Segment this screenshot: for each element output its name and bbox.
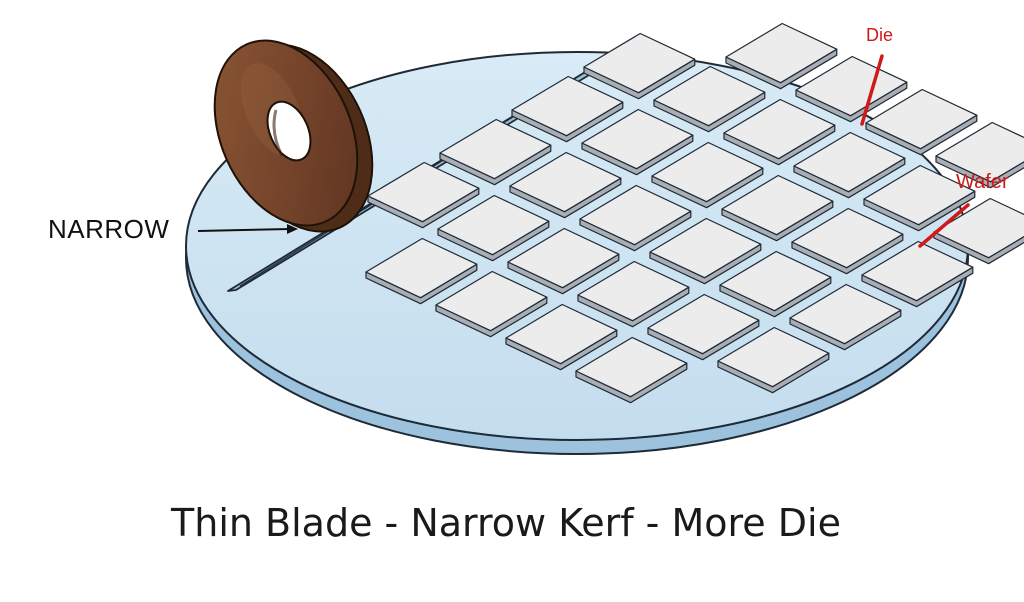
die-26 bbox=[577, 260, 690, 328]
die-top bbox=[509, 151, 622, 213]
die-top bbox=[865, 88, 978, 150]
die-25 bbox=[719, 250, 832, 318]
die-15 bbox=[863, 164, 976, 232]
die-10 bbox=[935, 121, 1024, 189]
die-1 bbox=[725, 22, 838, 90]
die-top bbox=[651, 141, 764, 203]
die-top bbox=[791, 207, 904, 269]
die-top bbox=[505, 303, 618, 365]
die-6 bbox=[865, 88, 978, 156]
die-top bbox=[365, 237, 478, 299]
die-18 bbox=[437, 194, 550, 262]
die-top bbox=[933, 197, 1024, 259]
die-16 bbox=[721, 174, 834, 242]
die-21 bbox=[649, 217, 762, 285]
die-top bbox=[437, 194, 550, 256]
die-top bbox=[793, 131, 906, 193]
die-13 bbox=[509, 151, 622, 219]
die-label: Die bbox=[866, 25, 894, 45]
die-top bbox=[717, 326, 830, 388]
die-4 bbox=[653, 65, 766, 133]
die-top bbox=[647, 293, 760, 355]
die-top bbox=[579, 184, 692, 246]
wafer-label: Wafer bbox=[956, 171, 1009, 193]
wafer-callout-line bbox=[918, 203, 970, 248]
die-top bbox=[583, 32, 696, 94]
die-31 bbox=[717, 326, 830, 394]
die-28 bbox=[789, 283, 902, 351]
die-8 bbox=[581, 108, 694, 176]
die-grid bbox=[365, 22, 1024, 404]
caption: Thin Blade - Narrow Kerf - More Die bbox=[171, 501, 841, 545]
die-top bbox=[789, 283, 902, 345]
die-24 bbox=[861, 240, 974, 308]
die-top bbox=[935, 121, 1024, 183]
die-top bbox=[861, 240, 974, 302]
die-top bbox=[723, 98, 836, 160]
die-11 bbox=[793, 131, 906, 199]
die-20 bbox=[791, 207, 904, 275]
die-callout-line bbox=[860, 54, 884, 126]
die-top bbox=[649, 217, 762, 279]
die-19 bbox=[933, 197, 1024, 265]
die-5 bbox=[511, 75, 624, 143]
die-top bbox=[507, 227, 620, 289]
die-top bbox=[439, 118, 552, 180]
narrow-label: NARROW bbox=[48, 214, 170, 244]
die-top bbox=[725, 22, 838, 84]
die-17 bbox=[579, 184, 692, 252]
die-top bbox=[367, 161, 480, 223]
die-top bbox=[863, 164, 976, 226]
die-12 bbox=[651, 141, 764, 209]
die-32 bbox=[575, 336, 688, 404]
die-top bbox=[577, 260, 690, 322]
die-29 bbox=[647, 293, 760, 361]
dicing-blade-icon bbox=[213, 39, 374, 233]
die-14 bbox=[367, 161, 480, 229]
die-9 bbox=[439, 118, 552, 186]
die-top bbox=[719, 250, 832, 312]
die-top bbox=[435, 270, 548, 332]
die-22 bbox=[507, 227, 620, 295]
die-30 bbox=[505, 303, 618, 371]
arrow-right-icon bbox=[197, 224, 298, 234]
die-top bbox=[653, 65, 766, 127]
die-top bbox=[511, 75, 624, 137]
die-top bbox=[581, 108, 694, 170]
die-2 bbox=[583, 32, 696, 100]
die-23 bbox=[365, 237, 478, 305]
die-top bbox=[575, 336, 688, 398]
die-27 bbox=[435, 270, 548, 338]
die-top bbox=[721, 174, 834, 236]
die-7 bbox=[723, 98, 836, 166]
